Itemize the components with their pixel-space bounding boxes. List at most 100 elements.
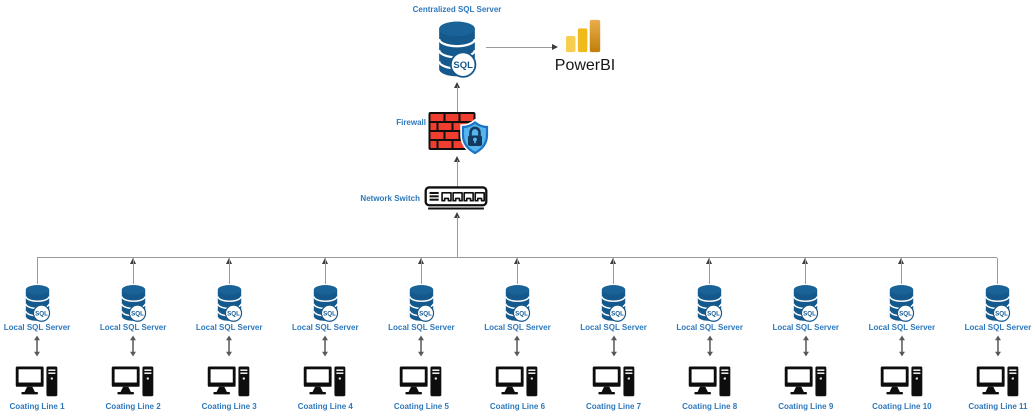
connector-shaft xyxy=(805,258,807,284)
arrowhead-right-icon xyxy=(552,44,558,50)
connector-arrow-up xyxy=(897,258,906,284)
powerbi-label: PowerBI xyxy=(554,57,616,74)
workstation-computer-icon xyxy=(494,366,540,400)
local-sql-database-icon xyxy=(694,284,725,322)
workstation-computer-icon xyxy=(302,366,348,400)
workstation-computer-icon xyxy=(591,366,637,400)
coating-line-column: Local SQL Server Coating Line 6 xyxy=(484,258,551,411)
connector-shaft xyxy=(132,258,134,284)
coating-line-column: Local SQL Server Coating Line 2 xyxy=(100,258,166,411)
connector-shaft xyxy=(997,258,999,284)
bidirectional-arrow-icon xyxy=(705,335,715,357)
coating-line-column: Local SQL Server Coating Line 8 xyxy=(676,258,743,411)
coating-line-column: Local SQL Server Coating Line 9 xyxy=(772,258,839,411)
arrow-bus-to-switch xyxy=(453,212,462,257)
workstation-computer-icon xyxy=(110,366,156,400)
arrow-shaft xyxy=(457,216,458,257)
coating-line-label: Coating Line 10 xyxy=(872,402,932,411)
local-sql-database-icon xyxy=(790,284,821,322)
connector-arrow-up xyxy=(129,258,138,284)
arrow-firewall-to-sql xyxy=(453,82,462,112)
local-sql-server-label: Local SQL Server xyxy=(484,323,551,332)
connector-arrow-up xyxy=(225,258,234,284)
local-sql-server-label: Local SQL Server xyxy=(388,323,455,332)
connector-shaft xyxy=(36,258,38,284)
coating-line-label: Coating Line 8 xyxy=(682,402,738,411)
connector-arrow-up xyxy=(513,258,522,284)
coating-line-label: Coating Line 2 xyxy=(105,402,161,411)
local-sql-server-label: Local SQL Server xyxy=(292,323,359,332)
coating-line-column: Local SQL Server Coating Line 4 xyxy=(292,258,359,411)
local-sql-database-icon xyxy=(598,284,629,322)
arrow-shaft xyxy=(457,160,458,187)
coating-line-label: Coating Line 6 xyxy=(489,402,546,411)
connector-shaft xyxy=(420,258,422,284)
workstation-computer-icon xyxy=(206,366,252,400)
connector-arrow-up xyxy=(993,258,1002,284)
local-sql-server-label: Local SQL Server xyxy=(3,323,71,332)
local-sql-database-icon xyxy=(214,284,245,322)
bidirectional-arrow-icon xyxy=(32,335,42,357)
workstation-computer-icon xyxy=(687,366,733,400)
powerbi-bar-chart-icon xyxy=(564,17,606,55)
connector-shaft xyxy=(228,258,230,284)
coating-line-label: Coating Line 3 xyxy=(201,402,257,411)
connector-shaft xyxy=(709,258,711,284)
local-sql-database-icon xyxy=(886,284,917,322)
local-sql-database-icon xyxy=(502,284,533,322)
coating-line-column: Local SQL Server Coating Line 1 xyxy=(4,258,70,411)
local-sql-server-label: Local SQL Server xyxy=(676,323,743,332)
arrow-switch-to-firewall xyxy=(453,156,462,187)
bidirectional-arrow-icon xyxy=(224,335,234,357)
centralized-sql-server-label: Centralized SQL Server xyxy=(412,5,502,14)
coating-line-label: Coating Line 4 xyxy=(297,402,353,411)
local-sql-server-label: Local SQL Server xyxy=(772,323,840,332)
connector-arrow-up xyxy=(33,258,42,284)
bidirectional-arrow-icon xyxy=(320,335,330,357)
connector-shaft xyxy=(516,258,518,284)
arrow-shaft xyxy=(457,86,458,112)
connector-shaft xyxy=(324,258,326,284)
arrowhead-up-icon xyxy=(454,156,460,162)
arrowhead-up-icon xyxy=(454,82,460,88)
local-sql-server-label: Local SQL Server xyxy=(868,323,936,332)
connector-arrow-up xyxy=(417,258,426,284)
bidirectional-arrow-icon xyxy=(609,335,619,357)
coating-line-label: Coating Line 1 xyxy=(9,402,65,411)
firewall-brick-shield-icon xyxy=(428,109,492,159)
local-sql-database-icon xyxy=(406,284,437,322)
local-sql-database-icon xyxy=(310,284,341,322)
coating-line-column: Local SQL Server Coating Line 5 xyxy=(388,258,455,411)
network-switch-label: Network Switch xyxy=(360,194,420,203)
arrow-shaft xyxy=(486,47,554,48)
workstation-computer-icon xyxy=(783,366,829,400)
workstation-computer-icon xyxy=(975,366,1021,400)
local-sql-database-icon xyxy=(982,284,1013,322)
workstation-computer-icon xyxy=(14,366,60,400)
bidirectional-arrow-icon xyxy=(128,335,138,357)
firewall-label: Firewall xyxy=(396,118,426,127)
connector-arrow-up xyxy=(609,258,618,284)
bidirectional-arrow-icon xyxy=(897,335,907,357)
coating-line-column: Local SQL Server Coating Line 3 xyxy=(196,258,262,411)
coating-line-label: Coating Line 11 xyxy=(968,402,1028,411)
local-sql-database-icon xyxy=(118,284,149,322)
local-sql-database-icon xyxy=(22,284,53,322)
connector-shaft xyxy=(901,258,903,284)
coating-line-column: Local SQL Server Coating Line 10 xyxy=(869,258,935,411)
connector-shaft xyxy=(613,258,615,284)
coating-line-column: Local SQL Server Coating Line 7 xyxy=(580,258,647,411)
network-switch-icon xyxy=(424,186,488,211)
coating-line-label: Coating Line 5 xyxy=(393,402,449,411)
bidirectional-arrow-icon xyxy=(993,335,1003,357)
bidirectional-arrow-icon xyxy=(512,335,522,357)
network-bus-line xyxy=(37,257,997,258)
arrowhead-up-icon xyxy=(454,212,460,218)
local-sql-server-label: Local SQL Server xyxy=(195,323,263,332)
workstation-computer-icon xyxy=(879,366,925,400)
coating-line-label: Coating Line 7 xyxy=(586,402,642,411)
coating-line-column: Local SQL Server Coating Line 11 xyxy=(965,258,1031,411)
columns-row: Local SQL Server Coating Line 1 Local SQ… xyxy=(4,258,1031,411)
connector-arrow-up xyxy=(801,258,810,284)
